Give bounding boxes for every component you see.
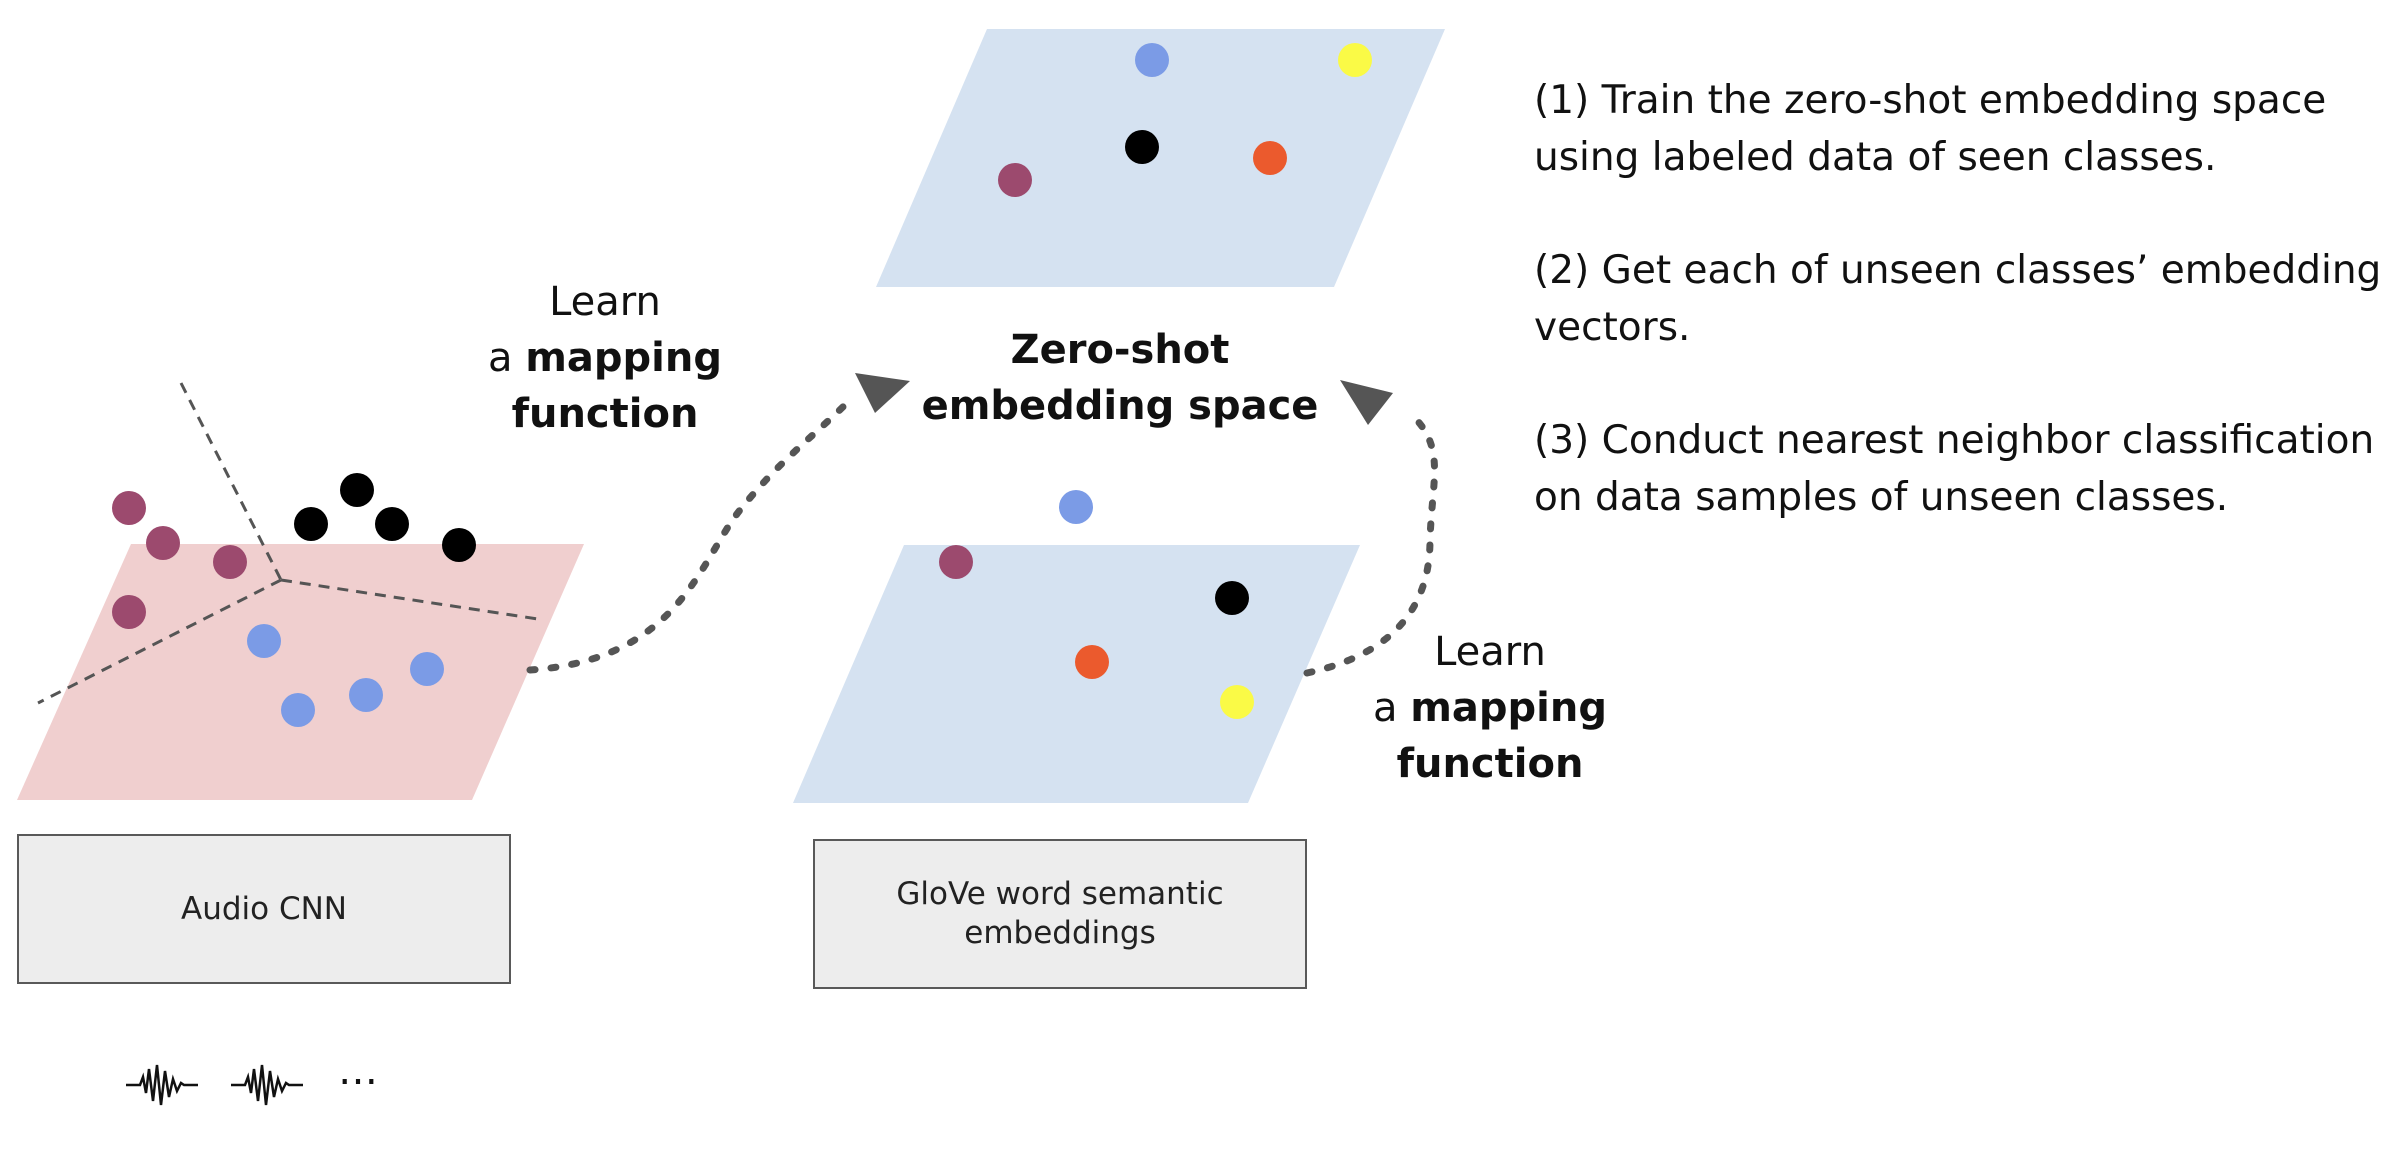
class-point-orange (1253, 141, 1287, 175)
class-point-blue (1135, 43, 1169, 77)
class-point-yellow (1338, 43, 1372, 77)
arrowhead-left (855, 373, 910, 413)
zero-shot-title: Zero-shot embedding space (900, 322, 1340, 434)
audio-cnn-box: Audio CNN (17, 834, 511, 984)
audio-point-purple (112, 595, 146, 629)
mapping-arrow-left (526, 394, 856, 674)
learn-mapping-label-left: Learn a mapping function (460, 274, 750, 442)
step-1: (1) Train the zero-shot embedding space u… (1534, 72, 2394, 186)
learn-prefix: a (1373, 685, 1411, 731)
learn-text: Learn (549, 279, 661, 325)
audio-point-blue (247, 624, 281, 658)
step-3-line-2: on data samples of unseen classes. (1534, 475, 2229, 520)
ellipsis-icon: … (338, 1048, 382, 1094)
glove-box: GloVe word semantic embeddings (813, 839, 1307, 989)
word-point-yellow (1220, 685, 1254, 719)
word-point-blue (1059, 490, 1093, 524)
zero-shot-plane (876, 29, 1445, 287)
audio-cnn-label: Audio CNN (181, 890, 347, 927)
word-point-black (1215, 581, 1249, 615)
step-1-line-1: (1) Train the zero-shot embedding space (1534, 78, 2327, 123)
word-point-orange (1075, 645, 1109, 679)
audio-point-blue (281, 693, 315, 727)
learn-bold-mapping: mapping (525, 335, 722, 381)
audio-plane (17, 544, 584, 800)
step-1-line-2: using labeled data of seen classes. (1534, 135, 2217, 180)
title-line-2: embedding space (921, 383, 1319, 429)
waveform-icon (231, 1064, 303, 1106)
audio-point-black (442, 528, 476, 562)
audio-point-black (294, 507, 328, 541)
learn-text: Learn (1434, 629, 1546, 675)
waveform-icon (126, 1064, 198, 1106)
step-2-line-2: vectors. (1534, 305, 1691, 350)
learn-bold-function: function (1396, 741, 1584, 787)
word-point-purple (939, 545, 973, 579)
audio-point-blue (349, 678, 383, 712)
audio-point-black (340, 473, 374, 507)
word-embedding-plane (793, 545, 1360, 803)
step-3-line-1: (3) Conduct nearest neighbor classificat… (1534, 418, 2375, 463)
audio-point-purple (146, 526, 180, 560)
decision-boundary (280, 578, 539, 621)
step-2-line-1: (2) Get each of unseen classes’ embeddin… (1534, 248, 2382, 293)
learn-bold-mapping: mapping (1410, 685, 1607, 731)
audio-point-black (375, 507, 409, 541)
audio-point-purple (112, 491, 146, 525)
audio-point-purple (213, 545, 247, 579)
arrowhead-right (1340, 380, 1393, 425)
decision-boundary (37, 578, 282, 705)
step-3: (3) Conduct nearest neighbor classificat… (1534, 412, 2394, 526)
class-point-purple (998, 163, 1032, 197)
learn-mapping-label-right: Learn a mapping function (1345, 624, 1635, 792)
step-2: (2) Get each of unseen classes’ embeddin… (1534, 242, 2394, 356)
class-point-black (1125, 130, 1159, 164)
mapping-arrow-right (1303, 414, 1438, 677)
steps-list: (1) Train the zero-shot embedding space u… (1534, 72, 2394, 582)
glove-label-line-2: embeddings (964, 915, 1156, 951)
learn-prefix: a (488, 335, 526, 381)
audio-point-blue (410, 652, 444, 686)
glove-label-line-1: GloVe word semantic (896, 876, 1224, 913)
learn-bold-function: function (511, 391, 699, 437)
title-line-1: Zero-shot (1010, 327, 1230, 373)
